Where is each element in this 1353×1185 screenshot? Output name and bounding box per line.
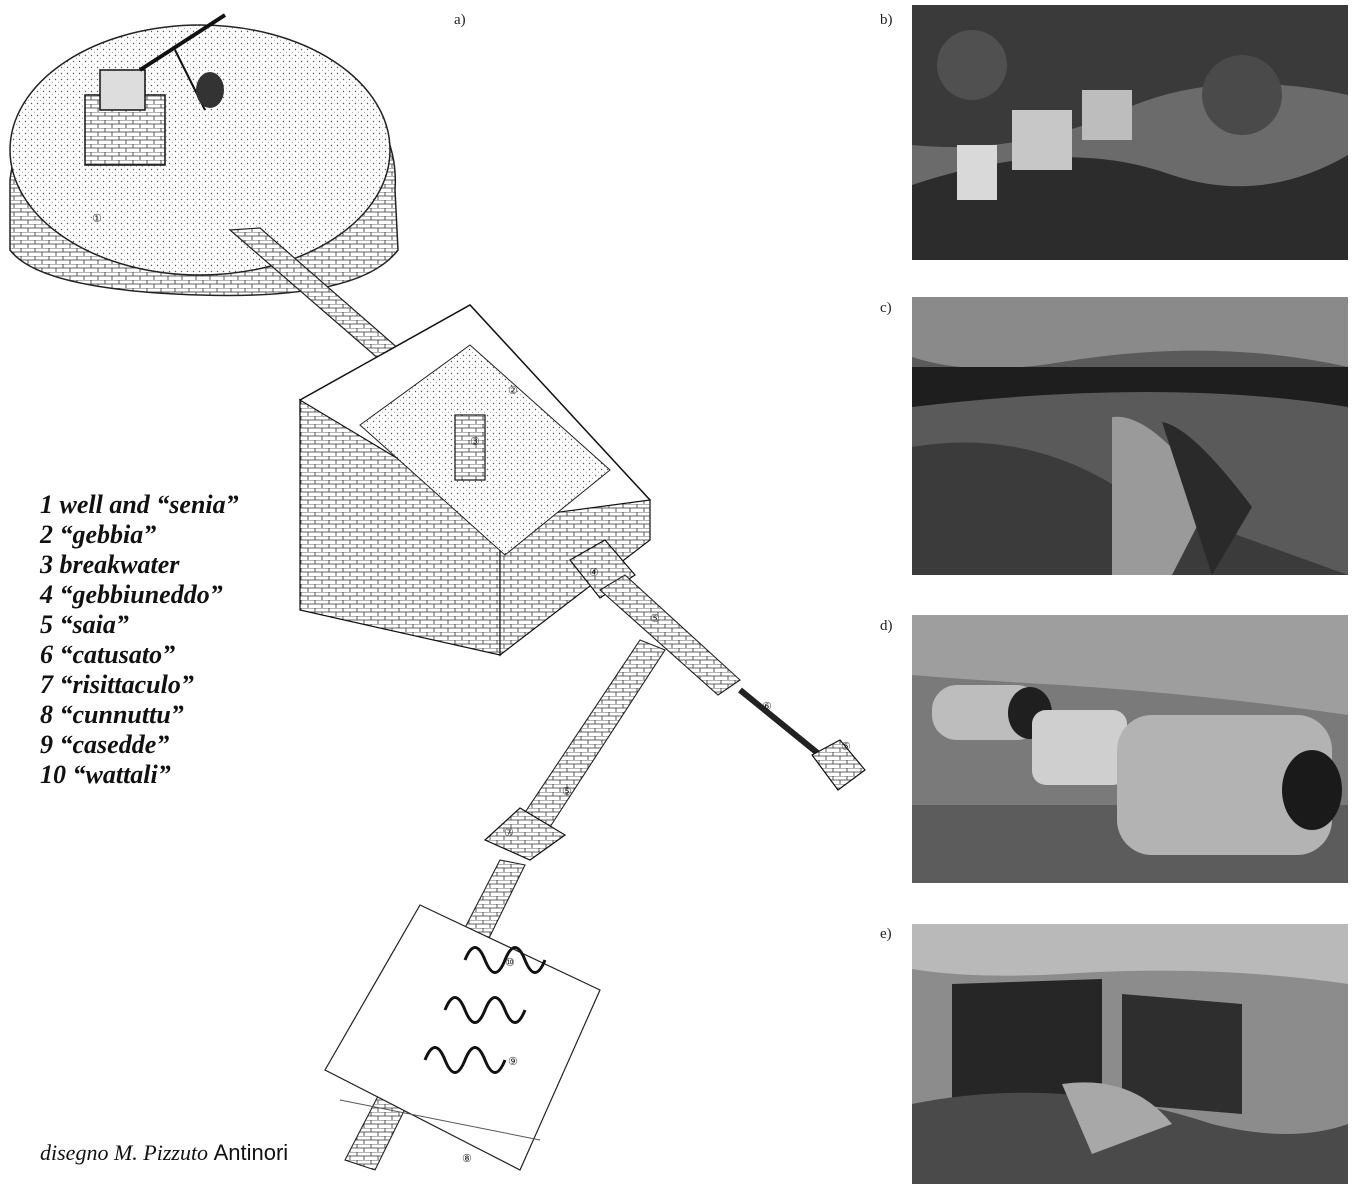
legend-item: 2 “gebbia” [40,520,239,550]
label-9: ⑨ [508,1056,518,1068]
catusato-pipe [740,690,820,755]
legend-item: 8 “cunnuttu” [40,700,239,730]
photo-d [912,615,1348,883]
label-2: ② [508,385,518,397]
label-3: ③ [470,436,480,448]
label-7: ⑦ [504,827,514,839]
label-5c: ⑤ [562,786,572,798]
legend-item: 5 “saia” [40,610,239,640]
label-4: ④ [589,567,599,579]
panel-label-b: b) [880,12,893,29]
gebbia-tank [300,305,650,655]
label-10: ⑩ [505,957,515,969]
legend-item: 10 “wattali” [40,760,239,790]
legend-item: 7 “risittaculo” [40,670,239,700]
panel-label-c: c) [880,300,892,317]
legend-item: 6 “catusato” [40,640,239,670]
legend-item: 1 well and “senia” [40,490,239,520]
legend: 1 well and “senia” 2 “gebbia” 3 breakwat… [40,490,239,790]
photo-c [912,297,1348,575]
legend-item: 3 breakwater [40,550,239,580]
label-5a: ⑤ [650,613,660,625]
panel-label-d: d) [880,618,893,635]
photo-b [912,5,1348,260]
photo-e [912,924,1348,1184]
panel-label-e: e) [880,926,892,943]
well-mound [10,25,398,295]
label-8: ⑧ [462,1153,472,1165]
credit-surname: Antinori [214,1140,289,1165]
saia-down [520,640,665,830]
label-5b: ⑤ [841,741,851,753]
credit-prefix: disegno M. Pizzuto [40,1140,208,1165]
drawing-credit: disegno M. Pizzuto Antinori [40,1140,288,1166]
label-6: ⑥ [762,701,772,713]
saia-end-box [812,740,865,790]
legend-item: 9 “casedde” [40,730,239,760]
label-1: ① [92,213,102,225]
legend-item: 4 “gebbiuneddo” [40,580,239,610]
